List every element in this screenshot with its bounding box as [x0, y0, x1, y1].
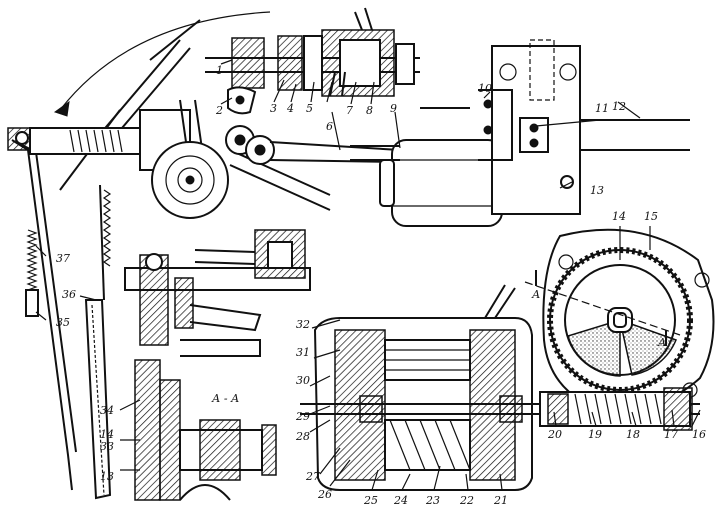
callout-22: 22	[459, 494, 474, 507]
callout-9: 9	[390, 102, 397, 115]
motor-bottom	[300, 284, 700, 491]
section-line	[524, 281, 681, 336]
callout-21: 21	[493, 494, 508, 507]
svg-text:А: А	[531, 288, 540, 301]
callout-7: 7	[346, 104, 353, 117]
housing-13	[134, 359, 161, 501]
swing-arc	[59, 11, 271, 111]
arm-spring	[26, 229, 38, 300]
callout-36: 36	[62, 288, 76, 301]
arm-clip	[25, 289, 39, 317]
callout-26: 26	[317, 488, 332, 501]
callout-14: 14	[612, 210, 626, 223]
callout-15: 15	[644, 210, 658, 223]
wiper-arm-assembly	[7, 127, 112, 500]
lead-wires	[484, 284, 516, 319]
motor-9	[391, 139, 503, 227]
contact-10	[478, 89, 513, 161]
callout-27: 27	[305, 470, 320, 483]
callout-14-section: 14	[100, 428, 114, 441]
washer-3	[277, 35, 303, 91]
section-title: А - А	[211, 392, 239, 405]
arc-arrow-icon	[53, 100, 70, 117]
callout-4: 4	[286, 102, 294, 115]
callout-32: 32	[296, 318, 310, 331]
callout-31: 31	[296, 346, 310, 359]
nut-1	[231, 37, 265, 89]
callout-29: 29	[295, 410, 310, 423]
callout-16: 16	[692, 428, 706, 441]
connecting-rod	[229, 149, 331, 211]
callout-6: 6	[326, 120, 333, 133]
callout-23: 23	[425, 494, 440, 507]
callout-8: 8	[366, 104, 373, 117]
middle-linkage	[124, 229, 311, 357]
svg-text:А: А	[657, 336, 666, 349]
callout-10: 10	[478, 82, 492, 95]
callout-5: 5	[306, 102, 313, 115]
callout-20: 20	[547, 428, 562, 441]
callout-34: 34	[100, 404, 114, 417]
callout-24: 24	[393, 494, 408, 507]
section-a-a: А - А	[134, 359, 277, 501]
callout-35: 35	[56, 316, 70, 329]
callout-19: 19	[588, 428, 602, 441]
switch-plate	[420, 39, 581, 215]
callout-37: 37	[56, 252, 70, 265]
cable-12	[560, 119, 690, 151]
callout-33: 33	[100, 440, 114, 453]
pivot-shaft-housing	[29, 127, 141, 155]
callout-18: 18	[626, 428, 640, 441]
callout-13-section: 13	[100, 470, 114, 483]
callout-11: 11	[595, 102, 609, 115]
leader-lines	[35, 59, 701, 491]
callout-13: 13	[590, 184, 604, 197]
callout-25: 25	[363, 494, 378, 507]
gear-box: А А	[524, 228, 715, 407]
callout-2: 2	[215, 104, 223, 117]
callout-1: 1	[216, 64, 223, 77]
upper-linkage	[29, 11, 331, 219]
callout-30: 30	[296, 374, 310, 387]
callout-12: 12	[612, 100, 626, 113]
worm-18	[574, 393, 662, 425]
wiper-blade	[84, 299, 112, 500]
callout-17: 17	[664, 428, 678, 441]
shaft-assembly	[205, 7, 420, 165]
callout-labels: 1 2 3 4 5 6 7 8 9 10 11 12 13 14 15 16 1…	[56, 64, 706, 507]
callout-28: 28	[295, 430, 310, 443]
callout-3: 3	[270, 102, 277, 115]
